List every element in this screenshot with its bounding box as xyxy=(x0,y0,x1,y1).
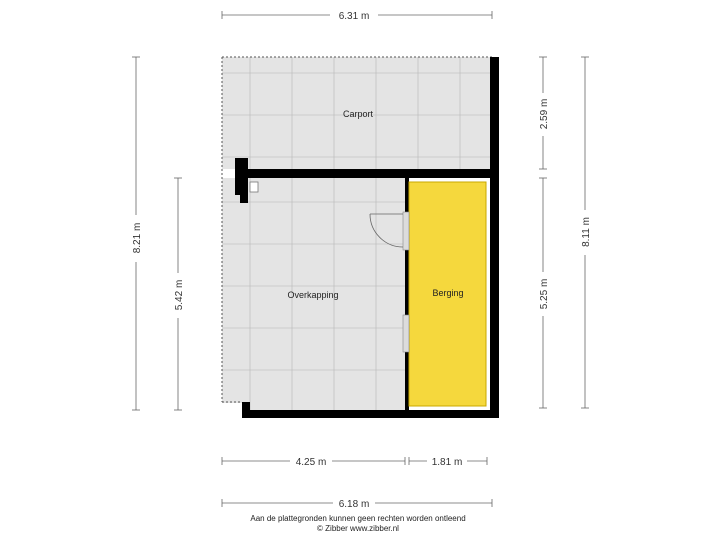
svg-text:2.59 m: 2.59 m xyxy=(539,99,550,130)
dim-right-lower: 5.25 m xyxy=(539,177,550,409)
carport-tile-grid xyxy=(222,57,492,169)
svg-text:4.25 m: 4.25 m xyxy=(296,457,327,468)
dim-bottom-left: 4.25 m xyxy=(221,457,406,468)
fixture-icon xyxy=(249,181,259,193)
overkapping-tile-grid xyxy=(222,178,405,410)
open-edges xyxy=(221,56,492,403)
dim-top-width: 6.31 m xyxy=(221,11,493,22)
room-label-carport: Carport xyxy=(343,109,374,119)
svg-text:5.25 m: 5.25 m xyxy=(539,279,550,310)
berging-wall-top xyxy=(405,178,409,212)
left-pillar xyxy=(235,158,248,195)
svg-text:8.11 m: 8.11 m xyxy=(581,217,592,247)
berging-floor xyxy=(408,181,487,407)
svg-text:5.42 m: 5.42 m xyxy=(174,280,185,311)
svg-text:1.81 m: 1.81 m xyxy=(432,457,463,468)
svg-text:8.21 m: 8.21 m xyxy=(132,223,143,254)
room-label-overkapping: Overkapping xyxy=(287,290,338,300)
bottom-wall xyxy=(242,410,499,418)
right-wall xyxy=(490,57,499,418)
overkapping-floor-lower xyxy=(250,400,405,410)
dim-left-inner: 5.42 m xyxy=(174,177,185,411)
left-pillar-foot xyxy=(240,195,248,203)
berging-wall-low xyxy=(405,352,409,418)
svg-text:6.18 m: 6.18 m xyxy=(339,499,370,510)
dim-bottom-total: 6.18 m xyxy=(221,499,493,510)
carport-floor xyxy=(222,57,492,169)
footer-disclaimer: Aan de plattegronden kunnen geen rechten… xyxy=(250,514,465,523)
dim-left-total: 8.21 m xyxy=(132,56,143,411)
partition-wall xyxy=(235,169,499,178)
room-label-berging: Berging xyxy=(432,288,463,298)
footer-copyright: © Zibber www.zibber.nl xyxy=(317,524,399,533)
dim-bottom-right: 1.81 m xyxy=(408,457,488,468)
svg-text:6.31 m: 6.31 m xyxy=(339,11,370,22)
walls xyxy=(235,57,499,418)
berging-wall-mid xyxy=(405,250,409,315)
dim-right-upper: 2.59 m xyxy=(539,56,550,170)
door-lower xyxy=(402,314,410,353)
dim-right-total: 8.11 m xyxy=(581,56,592,409)
door-upper xyxy=(369,211,410,251)
overkapping-floor xyxy=(222,178,405,403)
bottom-left-stub xyxy=(242,402,250,418)
